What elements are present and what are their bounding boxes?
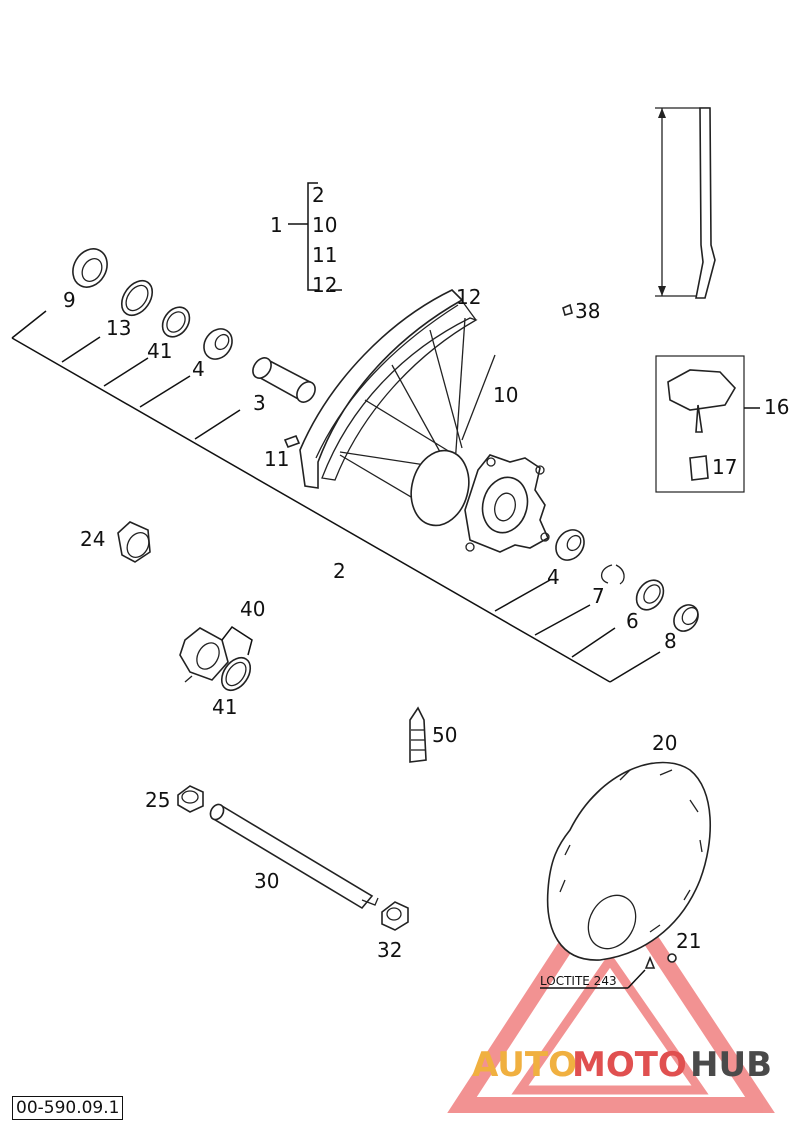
callout-2: 2 [333, 559, 346, 583]
rim-part-12 [299, 289, 478, 489]
valve-cap-part-38 [562, 303, 573, 316]
callout-10: 10 [493, 383, 518, 407]
callout-12: 12 [456, 285, 481, 309]
watermark-logo: AUTO MOTO HUB [472, 1045, 772, 1085]
nut-part-25 [177, 785, 204, 813]
axle-nut-part-32 [381, 901, 409, 931]
callout-8: 8 [664, 629, 677, 653]
callout-1: 1 [270, 213, 283, 237]
spacer-part-8 [673, 604, 699, 632]
callout-4-left: 4 [192, 357, 205, 381]
callout-24: 24 [80, 527, 105, 551]
callout-group-2: 2 [312, 183, 325, 207]
circlip-part-7 [601, 564, 625, 585]
speedo-drive-part-40 [179, 627, 229, 683]
watermark-auto: AUTO [472, 1045, 577, 1085]
callout-group-12: 12 [312, 273, 337, 297]
spacer-tube-part-3 [252, 357, 316, 403]
watermark-triangle [447, 863, 775, 1113]
loctite-note: LOCTITE 243 [540, 974, 617, 988]
callout-50: 50 [432, 723, 457, 747]
callout-6: 6 [626, 609, 639, 633]
assembly-bracket [288, 182, 342, 291]
seal-part-9 [72, 248, 108, 288]
callout-group-11: 11 [312, 243, 337, 267]
spacer-part-24 [117, 521, 151, 563]
loctite-leader [540, 969, 646, 989]
callout-11: 11 [264, 447, 289, 471]
callout-32: 32 [377, 938, 402, 962]
spoke-dimension [655, 107, 716, 299]
callout-25: 25 [145, 788, 170, 812]
callout-17: 17 [712, 455, 737, 479]
callout-40: 40 [240, 597, 265, 621]
tube-box-part-16 [655, 355, 760, 493]
document-code: 00-590.09.1 [12, 1096, 124, 1120]
ring-part-13 [120, 279, 154, 317]
axle-part-30 [209, 803, 379, 910]
callout-38: 38 [575, 299, 600, 323]
hub-part-2 [410, 449, 550, 553]
callout-16: 16 [764, 395, 789, 419]
callout-3: 3 [253, 391, 266, 415]
circlip-part-41 [161, 306, 191, 338]
callout-4-right: 4 [547, 565, 560, 589]
screw-part-21 [644, 953, 677, 969]
callout-41-lower: 41 [212, 695, 237, 719]
assembly-axis-lines [11, 310, 661, 683]
callout-group-10: 10 [312, 213, 337, 237]
circlip-part-41-lower [220, 656, 252, 692]
callout-13: 13 [106, 316, 131, 340]
callout-9: 9 [63, 288, 76, 312]
watermark-moto: MOTO [572, 1045, 687, 1085]
brake-disc-part-20 [546, 761, 712, 961]
spoke-nipple-part-11 [283, 434, 301, 449]
callout-41-upper: 41 [147, 339, 172, 363]
watermark-hub: HUB [690, 1045, 772, 1085]
callout-30: 30 [254, 869, 279, 893]
bearing-part-4-left [203, 328, 233, 360]
grease-tube-part-50 [409, 706, 427, 763]
seal-part-6 [635, 579, 665, 611]
callout-21: 21 [676, 929, 701, 953]
callout-20: 20 [652, 731, 677, 755]
bearing-part-4-right [555, 529, 585, 561]
callout-7: 7 [592, 584, 605, 608]
callout-40-bracket [221, 625, 253, 656]
